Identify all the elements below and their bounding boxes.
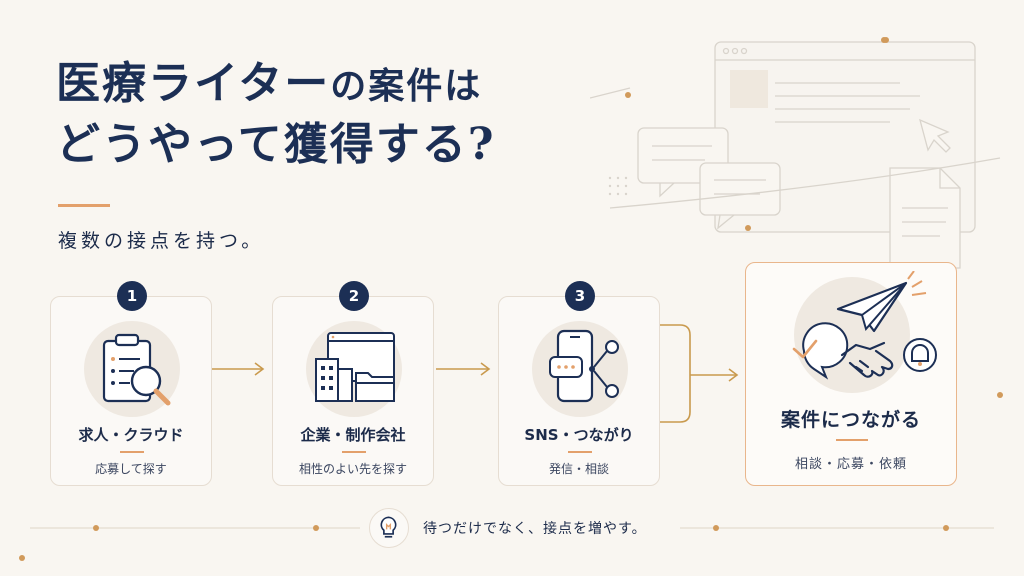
step-rule-3: [568, 451, 592, 453]
step-label-3: SNS・つながり: [524, 426, 634, 444]
step-sub-1: 応募して探す: [95, 462, 167, 476]
smartphone-network-icon: [532, 321, 628, 417]
tip-text: 待つだけでなく、接点を増やす。: [423, 521, 647, 537]
background-illustration: [590, 37, 1001, 269]
result-illustration: [792, 271, 937, 393]
subtitle: 複数の接点を持つ。: [58, 230, 265, 252]
title-line2: どうやって獲得する?: [56, 118, 496, 170]
step-label-2: 企業・制作会社: [300, 426, 406, 444]
step-rule-1: [120, 451, 144, 453]
page-title: 医療ライターの案件は どうやって獲得する?: [56, 58, 496, 172]
title-underline: [58, 204, 110, 207]
step-card-2: 2 企業・制作会社 相性のよい先を探す: [272, 281, 434, 486]
bell-icon: [903, 338, 937, 372]
step-card-1: 1 求人・クラウド 応募して探す: [50, 281, 212, 486]
check-bubble-icon: [792, 322, 849, 380]
step-number-1: 1: [117, 281, 147, 311]
title-main: 医療ライター: [56, 58, 331, 109]
result-label: 案件につながる: [780, 409, 921, 431]
result-rule: [836, 439, 868, 441]
step-sub-2: 相性のよい先を探す: [298, 462, 407, 476]
step-sub-3: 発信・相談: [548, 462, 609, 476]
title-rest: の案件は: [330, 65, 483, 107]
clipboard-search-icon: [84, 321, 180, 417]
handshake-icon: [840, 341, 894, 378]
paper-plane-icon: [836, 271, 927, 333]
step-label-1: 求人・クラウド: [78, 426, 184, 444]
tip-banner: 待つだけでなく、接点を増やす。: [369, 508, 669, 550]
step-number-3: 3: [565, 281, 595, 311]
lightbulb-icon: [369, 508, 409, 548]
step-rule-2: [342, 451, 366, 453]
step-card-3: 3 SNS・つながり 発信・相談: [498, 281, 660, 486]
buildings-folder-icon: [306, 321, 402, 417]
result-card: 案件につながる 相談・応募・依頼: [745, 262, 957, 486]
step-number-2: 2: [339, 281, 369, 311]
result-sub: 相談・応募・依頼: [794, 457, 907, 472]
